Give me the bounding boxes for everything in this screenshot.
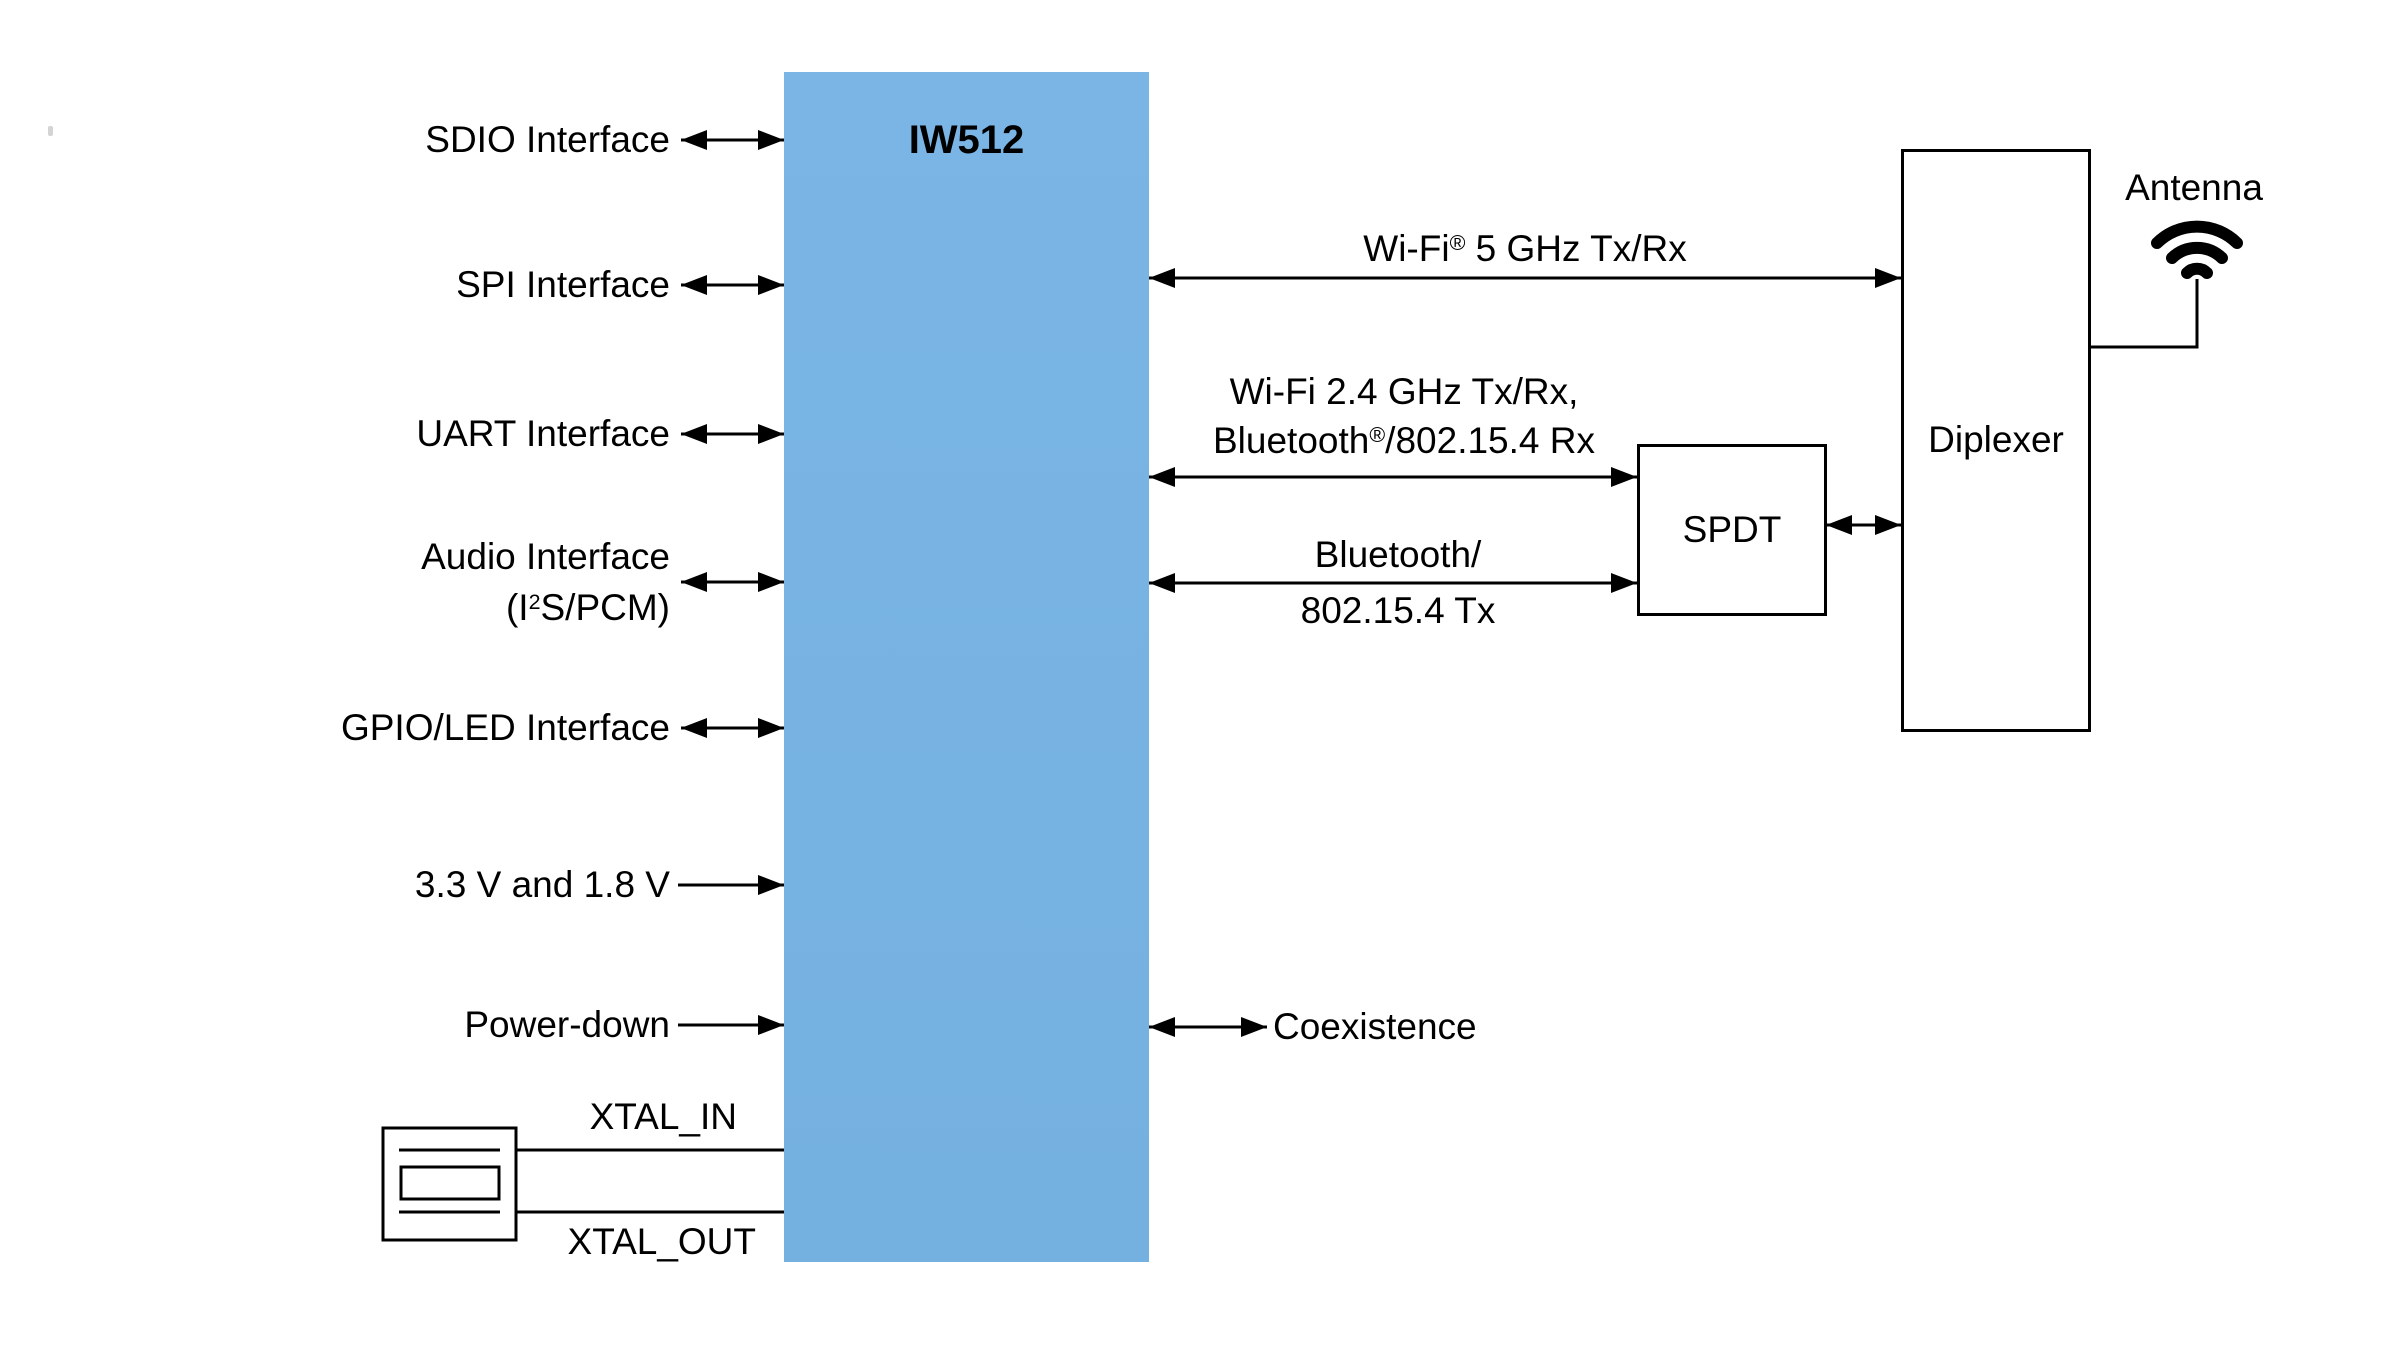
spdt-label: SPDT [1682, 508, 1782, 550]
chip-label: IW512 [908, 118, 1025, 162]
wifi5-path-label: Wi-Fi® 5 GHz Tx/Rx [1363, 227, 1687, 269]
wire-antenna-feed [2090, 279, 2199, 349]
xtal-in-label: XTAL_IN [589, 1095, 737, 1137]
bt-tx-line1: Bluetooth/ [1314, 534, 1482, 575]
xtal-out-label: XTAL_OUT [567, 1220, 756, 1262]
gpio-led-interface-label: GPIO/LED Interface [340, 706, 670, 748]
power-down-label: Power-down [464, 1003, 670, 1045]
iw512-chip-block: IW512 [784, 72, 1149, 1262]
coexistence-label: Coexistence [1273, 1005, 1477, 1047]
wifi24-line1: Wi-Fi 2.4 GHz Tx/Rx, [1229, 371, 1579, 412]
i2s-superscript: 2 [528, 590, 541, 615]
wifi24-bt-rx-path-label: Wi-Fi 2.4 GHz Tx/Rx, Bluetooth®/802.15.4… [1213, 367, 1595, 465]
uart-interface-label: UART Interface [416, 412, 670, 454]
spdt-block: SPDT [1637, 444, 1827, 616]
audio-interface-line1: Audio Interface [421, 536, 670, 577]
spi-interface-label: SPI Interface [456, 263, 670, 305]
audio-interface-line2: (I2S/PCM) [505, 587, 670, 628]
wifi24-line2: Bluetooth®/802.15.4 Rx [1213, 420, 1595, 461]
diplexer-label: Diplexer [1928, 419, 2064, 461]
audio-interface-label: Audio Interface (I2S/PCM) [421, 531, 670, 633]
antenna-wifi-icon [2151, 220, 2243, 279]
antenna-label: Antenna [2125, 166, 2263, 208]
bt-tx-path-label: Bluetooth/ 802.15.4 Tx [1301, 527, 1496, 639]
bluetooth-registered-mark: ® [1369, 423, 1386, 448]
crystal-oscillator-icon [381, 1126, 518, 1242]
wifi-registered-mark: ® [1449, 231, 1466, 256]
power-rails-label: 3.3 V and 1.8 V [414, 863, 670, 905]
bt-tx-line2: 802.15.4 Tx [1300, 590, 1496, 631]
stray-mark [48, 126, 53, 136]
sdio-interface-label: SDIO Interface [425, 118, 670, 160]
diplexer-block: Diplexer [1901, 149, 2091, 732]
